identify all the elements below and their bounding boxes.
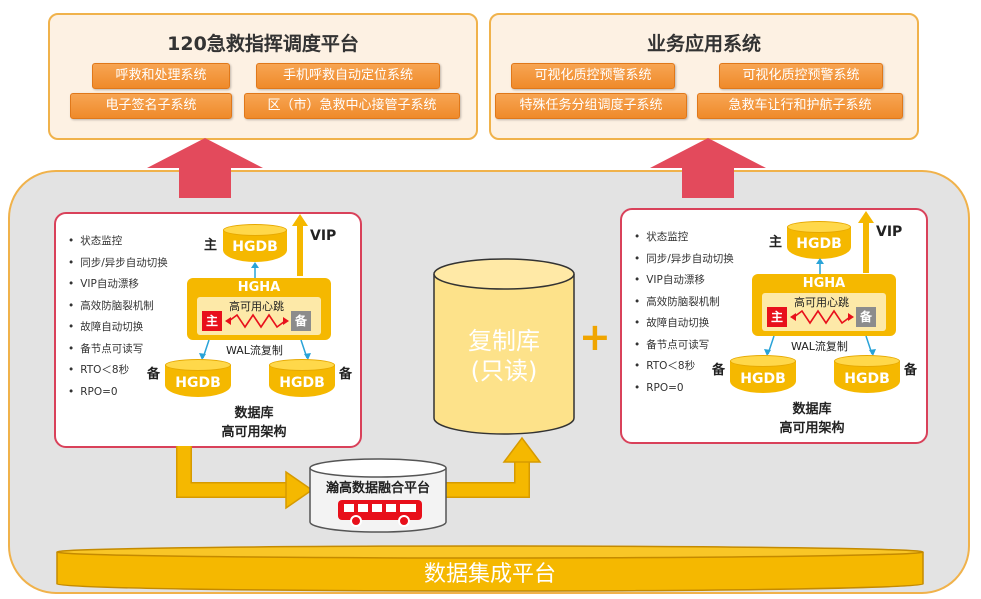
db-backup-left-2: HGDB (269, 359, 335, 397)
hgha-box-right: HGHA 高可用心跳 主 备 (752, 274, 896, 336)
feature-item: 高效防脑裂机制 (634, 292, 734, 314)
vip-label: VIP (876, 224, 903, 240)
vip-arrow-left (292, 214, 308, 276)
ha-feature-list: 状态监控 同步/异步自动切换 VIP自动漂移 高效防脑裂机制 故障自动切换 备节… (68, 231, 168, 403)
backup-label-right-2: 备 (904, 363, 918, 378)
heartbeat-wave (225, 313, 289, 329)
wal-label: WAL流复制 (226, 344, 283, 357)
db-primary-left: HGDB (223, 224, 287, 262)
wal-label: WAL流复制 (791, 340, 848, 353)
feature-item: RTO＜8秒 (68, 360, 168, 382)
db-primary-right: HGDB (787, 221, 851, 259)
subsystem-quality-warning-1[interactable]: 可视化质控预警系统 (511, 63, 675, 89)
flow-arrow-to-fusion (176, 446, 314, 510)
heartbeat-label: 高可用心跳 (794, 296, 849, 309)
plus-icon: + (579, 315, 611, 359)
business-system-title: 业务应用系统 (646, 33, 761, 55)
feature-item: RPO=0 (68, 382, 168, 404)
fusion-platform-label: 瀚高数据融合平台 (325, 481, 430, 496)
heartbeat-label: 高可用心跳 (229, 300, 284, 313)
hgha-title: HGHA (802, 276, 846, 291)
db-backup-right-1: HGDB (730, 355, 796, 393)
backup-label-right: 备 (712, 363, 726, 378)
backup-node-tag: 备 (291, 311, 311, 331)
backup-label-left: 备 (147, 367, 161, 382)
db-backup-left-1: HGDB (165, 359, 231, 397)
replication-arrows-right (764, 335, 876, 356)
up-arrow-right (650, 138, 766, 198)
up-arrow-left (147, 138, 263, 198)
ha-feature-list: 状态监控 同步/异步自动切换 VIP自动漂移 高效防脑裂机制 故障自动切换 备节… (634, 227, 734, 399)
feature-item: VIP自动漂移 (634, 270, 734, 292)
integration-platform-bar (56, 545, 924, 592)
flow-arrow-to-replica (440, 436, 542, 498)
feature-item: 故障自动切换 (634, 313, 734, 335)
ha-caption: 数据库高可用架构 (221, 406, 287, 440)
backup-label-left-2: 备 (339, 367, 353, 382)
main-node-tag: 主 (202, 311, 222, 331)
subsystem-special-task[interactable]: 特殊任务分组调度子系统 (495, 93, 687, 119)
subsystem-mobile-location[interactable]: 手机呼救自动定位系统 (256, 63, 440, 89)
feature-item: RTO＜8秒 (634, 356, 734, 378)
replica-label: 复制库(只读) (468, 327, 540, 385)
dispatch-platform-panel: 120急救指挥调度平台 呼救和处理系统 手机呼救自动定位系统 电子签名子系统 区… (48, 13, 478, 140)
hgha-title: HGHA (237, 280, 281, 295)
subsystem-ambulance-escort[interactable]: 急救车让行和护航子系统 (697, 93, 903, 119)
bus-icon (338, 500, 422, 527)
feature-item: RPO=0 (634, 378, 734, 400)
ha-link-up-right (816, 258, 824, 274)
subsystem-quality-warning-2[interactable]: 可视化质控预警系统 (719, 63, 883, 89)
vip-arrow-right (858, 211, 874, 273)
main-node-tag: 主 (767, 307, 787, 327)
main-label: 主 (769, 235, 783, 250)
dispatch-platform-title: 120急救指挥调度平台 (167, 33, 359, 55)
ha-caption: 数据库高可用架构 (779, 402, 845, 436)
subsystem-takeover[interactable]: 区（市）急救中心接管子系统 (244, 93, 460, 119)
main-label: 主 (204, 238, 218, 253)
backup-node-tag: 备 (856, 307, 876, 327)
db-backup-right-2: HGDB (834, 355, 900, 393)
feature-item: 高效防脑裂机制 (68, 296, 168, 318)
feature-item: VIP自动漂移 (68, 274, 168, 296)
business-system-panel: 业务应用系统 可视化质控预警系统 可视化质控预警系统 特殊任务分组调度子系统 急… (489, 13, 919, 140)
heartbeat-wave (790, 309, 854, 325)
feature-item: 故障自动切换 (68, 317, 168, 339)
feature-item: 备节点可读写 (634, 335, 734, 357)
feature-item: 状态监控 (634, 227, 734, 249)
feature-item: 状态监控 (68, 231, 168, 253)
hgha-box-left: HGHA 高可用心跳 主 备 (187, 278, 331, 340)
replication-arrows-left (199, 339, 311, 360)
vip-label: VIP (310, 228, 337, 244)
integration-platform-label: 数据集成平台 (423, 562, 556, 587)
subsystem-rescue-call[interactable]: 呼救和处理系统 (92, 63, 230, 89)
replica-db-cylinder (433, 258, 575, 435)
feature-item: 备节点可读写 (68, 339, 168, 361)
feature-item: 同步/异步自动切换 (634, 249, 734, 271)
feature-item: 同步/异步自动切换 (68, 253, 168, 275)
ha-link-up-left (251, 262, 259, 278)
subsystem-e-signature[interactable]: 电子签名子系统 (70, 93, 232, 119)
